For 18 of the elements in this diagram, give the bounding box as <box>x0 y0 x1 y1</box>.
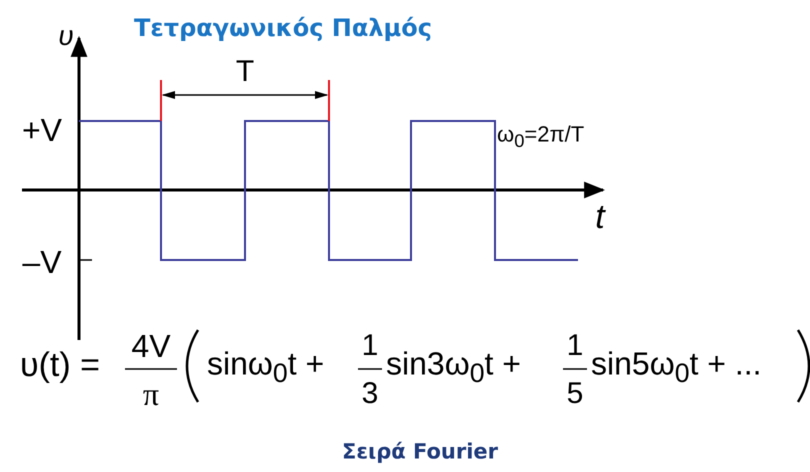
denominator: 3 <box>362 379 378 409</box>
denominator: π <box>142 378 160 410</box>
numerator: 1 <box>362 331 378 361</box>
level-label: +V <box>22 114 62 146</box>
period-label: T <box>236 57 254 87</box>
formula-term: sin5ω$_{0}$t + ... <box>591 347 762 387</box>
formula-term: sin3ω$_{0}$t + <box>386 347 521 387</box>
axis-label: t <box>595 200 605 234</box>
axis-label: υ <box>58 22 74 50</box>
caption: Σειρά Fourier <box>342 442 498 462</box>
numerator: 4V <box>131 330 171 362</box>
denominator: 5 <box>566 379 584 409</box>
chart-title: Τετραγωνικός Παλμός <box>134 16 432 40</box>
level-label: –V <box>22 246 62 278</box>
formula-term: sinω$_{0}$t + <box>207 347 324 387</box>
formula-term: υ(t) = <box>20 348 100 382</box>
numerator: 1 <box>566 331 584 361</box>
frequency-note: ω$_{0}$=2π/T <box>497 124 584 150</box>
